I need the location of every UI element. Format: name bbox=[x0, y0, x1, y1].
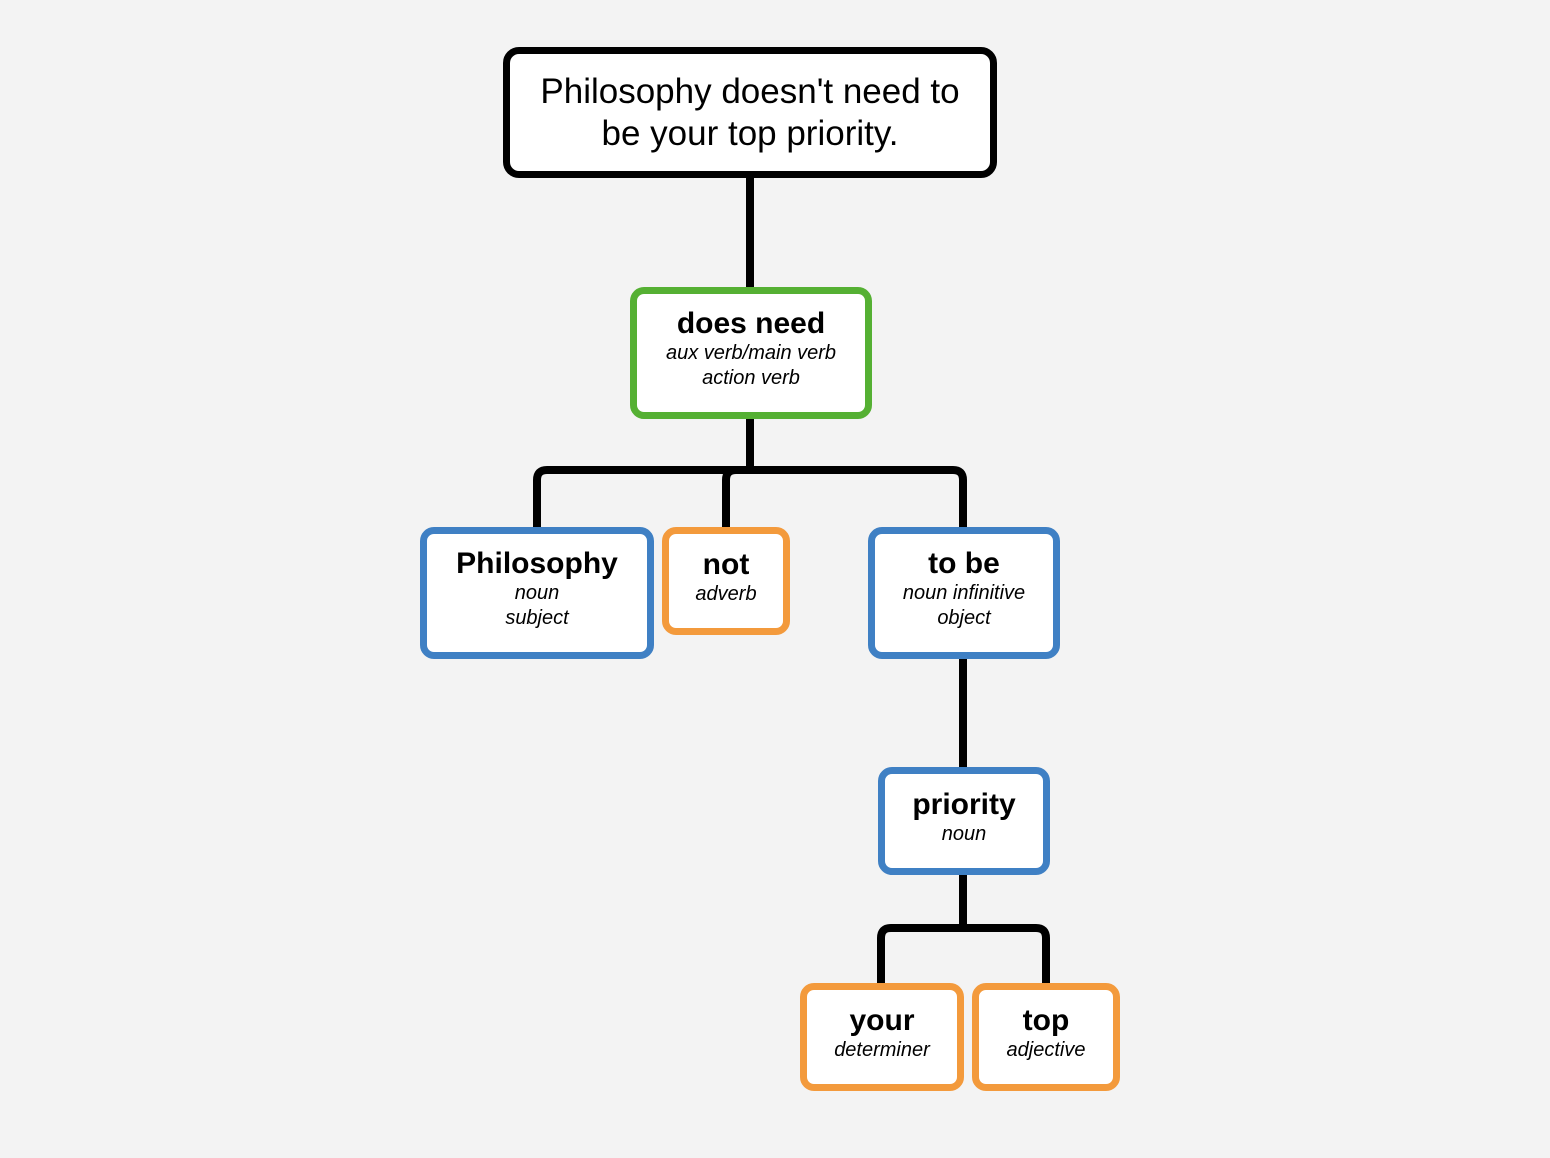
node-negation: not adverb bbox=[662, 527, 790, 635]
node-object-tag-2: object bbox=[937, 607, 991, 629]
sentence-text: Philosophy doesn't need to be your top p… bbox=[540, 71, 960, 153]
node-subject-tag-1: noun bbox=[514, 582, 560, 604]
node-negation-tag-1: adverb bbox=[695, 582, 757, 605]
node-verb-tag-1: aux verb/main verb bbox=[665, 342, 837, 364]
connector-priority-your bbox=[877, 924, 963, 986]
node-your-tag-1: determiner bbox=[834, 1038, 930, 1061]
node-subject: Philosophy noun subject bbox=[420, 527, 654, 659]
node-top: top adjective bbox=[972, 983, 1120, 1091]
node-subject-tag-2: subject bbox=[505, 607, 569, 629]
connector-verb-object bbox=[750, 466, 967, 530]
node-negation-word: not bbox=[702, 547, 750, 581]
node-top-tag-1: adjective bbox=[1006, 1038, 1086, 1061]
connector-verb-subject bbox=[533, 466, 750, 530]
node-object-word: to be bbox=[928, 547, 1000, 580]
connector-priority-top bbox=[963, 924, 1050, 986]
node-object-tag-1: noun infinitive bbox=[902, 582, 1026, 604]
sentence-node: Philosophy doesn't need to be your top p… bbox=[503, 47, 997, 178]
node-verb-word: does need bbox=[676, 307, 826, 340]
node-priority-tag-1: noun bbox=[941, 822, 987, 845]
node-subject-word: Philosophy bbox=[456, 547, 618, 580]
node-verb: does need aux verb/main verb action verb bbox=[630, 287, 872, 419]
node-your: your determiner bbox=[800, 983, 964, 1091]
node-verb-tag-2: action verb bbox=[702, 367, 800, 389]
node-top-word: top bbox=[1022, 1003, 1070, 1037]
node-priority: priority noun bbox=[878, 767, 1050, 875]
node-object: to be noun infinitive object bbox=[868, 527, 1060, 659]
connector-verb-negation bbox=[722, 466, 750, 530]
node-your-word: your bbox=[849, 1003, 915, 1037]
node-priority-word: priority bbox=[912, 787, 1016, 821]
